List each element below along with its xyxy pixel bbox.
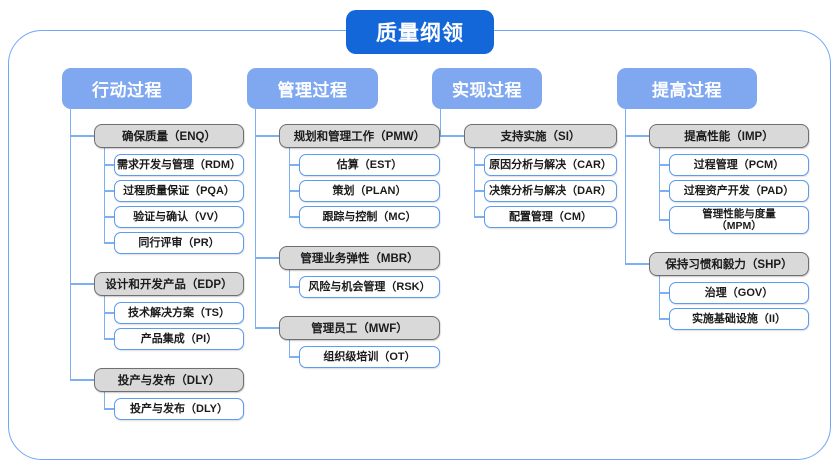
group-box-management-process-2[interactable]: 管理员工（MWF） bbox=[279, 316, 440, 340]
group-box-action-process-2[interactable]: 投产与发布（DLY） bbox=[94, 368, 244, 392]
connector-spine-children-improvement-process-0 bbox=[659, 148, 661, 220]
connector-spine-children-management-process-2 bbox=[289, 340, 291, 357]
connector-spine-children-action-process-0 bbox=[104, 148, 106, 243]
connector-leaf-implementation-process-0-2 bbox=[474, 216, 484, 218]
leaf-box-improvement-process-0-1[interactable]: 过程资产开发（PAD） bbox=[669, 180, 809, 202]
group-box-management-process-0[interactable]: 规划和管理工作（PMW） bbox=[279, 124, 440, 148]
connector-spine-column-management-process bbox=[255, 109, 257, 328]
connector-leaf-management-process-0-0 bbox=[289, 164, 299, 166]
column-header-action-process[interactable]: 行动过程 bbox=[62, 68, 192, 109]
connector-group-management-process-1 bbox=[255, 257, 279, 259]
connector-leaf-management-process-0-2 bbox=[289, 216, 299, 218]
connector-leaf-action-process-0-3 bbox=[104, 242, 114, 244]
connector-leaf-implementation-process-0-0 bbox=[474, 164, 484, 166]
leaf-box-implementation-process-0-0[interactable]: 原因分析与解决（CAR） bbox=[484, 154, 617, 176]
connector-leaf-action-process-0-2 bbox=[104, 216, 114, 218]
leaf-box-action-process-1-1[interactable]: 产品集成（PI） bbox=[114, 328, 244, 350]
connector-leaf-management-process-0-1 bbox=[289, 190, 299, 192]
leaf-box-implementation-process-0-1[interactable]: 决策分析与解决（DAR） bbox=[484, 180, 617, 202]
connector-spine-children-implementation-process-0 bbox=[474, 148, 476, 217]
connector-leaf-action-process-0-0 bbox=[104, 164, 114, 166]
column-header-improvement-process[interactable]: 提高过程 bbox=[617, 68, 757, 109]
connector-spine-children-action-process-1 bbox=[104, 296, 106, 339]
leaf-box-implementation-process-0-2[interactable]: 配置管理（CM） bbox=[484, 206, 617, 228]
connector-group-improvement-process-1 bbox=[625, 263, 649, 265]
leaf-box-improvement-process-0-0[interactable]: 过程管理（PCM） bbox=[669, 154, 809, 176]
connector-group-management-process-0 bbox=[255, 135, 279, 137]
connector-group-action-process-0 bbox=[70, 135, 94, 137]
connector-spine-column-implementation-process bbox=[440, 109, 442, 136]
leaf-box-action-process-0-3[interactable]: 同行评审（PR） bbox=[114, 232, 244, 254]
connector-leaf-improvement-process-0-1 bbox=[659, 190, 669, 192]
group-box-improvement-process-0[interactable]: 提高性能（IMP） bbox=[649, 124, 809, 148]
connector-spine-column-action-process bbox=[70, 109, 72, 380]
connector-group-action-process-2 bbox=[70, 379, 94, 381]
connector-group-implementation-process-0 bbox=[440, 135, 464, 137]
group-box-improvement-process-1[interactable]: 保持习惯和毅力（SHP） bbox=[649, 252, 809, 276]
connector-spine-children-management-process-1 bbox=[289, 270, 291, 287]
leaf-box-action-process-0-0[interactable]: 需求开发与管理（RDM） bbox=[114, 154, 244, 176]
root-title-box[interactable]: 质量纲领 bbox=[346, 10, 494, 54]
column-header-implementation-process[interactable]: 实现过程 bbox=[432, 68, 542, 109]
connector-leaf-improvement-process-1-0 bbox=[659, 292, 669, 294]
connector-leaf-action-process-1-0 bbox=[104, 312, 114, 314]
connector-leaf-action-process-2-0 bbox=[104, 408, 114, 410]
connector-spine-children-action-process-2 bbox=[104, 392, 106, 409]
connector-group-management-process-2 bbox=[255, 327, 279, 329]
connector-leaf-improvement-process-0-0 bbox=[659, 164, 669, 166]
leaf-box-management-process-0-2[interactable]: 跟踪与控制（MC） bbox=[299, 206, 440, 228]
leaf-box-management-process-1-0[interactable]: 风险与机会管理（RSK） bbox=[299, 276, 440, 298]
leaf-box-action-process-0-2[interactable]: 验证与确认（VV） bbox=[114, 206, 244, 228]
leaf-box-management-process-2-0[interactable]: 组织级培训（OT） bbox=[299, 346, 440, 368]
group-box-action-process-1[interactable]: 设计和开发产品（EDP） bbox=[94, 272, 244, 296]
leaf-box-action-process-0-1[interactable]: 过程质量保证（PQA） bbox=[114, 180, 244, 202]
leaf-box-management-process-0-1[interactable]: 策划（PLAN） bbox=[299, 180, 440, 202]
connector-spine-column-improvement-process bbox=[625, 109, 627, 264]
connector-group-improvement-process-0 bbox=[625, 135, 649, 137]
connector-leaf-improvement-process-0-2 bbox=[659, 219, 669, 221]
leaf-box-improvement-process-0-2[interactable]: 管理性能与度量（MPM） bbox=[669, 206, 809, 234]
connector-leaf-action-process-1-1 bbox=[104, 338, 114, 340]
connector-leaf-management-process-1-0 bbox=[289, 286, 299, 288]
connector-leaf-improvement-process-1-1 bbox=[659, 318, 669, 320]
group-box-action-process-0[interactable]: 确保质量（ENQ） bbox=[94, 124, 244, 148]
connector-spine-children-management-process-0 bbox=[289, 148, 291, 217]
leaf-box-action-process-1-0[interactable]: 技术解决方案（TS） bbox=[114, 302, 244, 324]
group-box-implementation-process-0[interactable]: 支持实施（SI） bbox=[464, 124, 617, 148]
leaf-box-action-process-2-0[interactable]: 投产与发布（DLY） bbox=[114, 398, 244, 420]
connector-spine-children-improvement-process-1 bbox=[659, 276, 661, 319]
leaf-box-improvement-process-1-0[interactable]: 治理（GOV） bbox=[669, 282, 809, 304]
connector-group-action-process-1 bbox=[70, 283, 94, 285]
connector-leaf-action-process-0-1 bbox=[104, 190, 114, 192]
connector-leaf-implementation-process-0-1 bbox=[474, 190, 484, 192]
column-header-management-process[interactable]: 管理过程 bbox=[247, 68, 378, 109]
group-box-management-process-1[interactable]: 管理业务弹性（MBR） bbox=[279, 246, 440, 270]
leaf-box-management-process-0-0[interactable]: 估算（EST） bbox=[299, 154, 440, 176]
connector-leaf-management-process-2-0 bbox=[289, 356, 299, 358]
leaf-box-improvement-process-1-1[interactable]: 实施基础设施（II） bbox=[669, 308, 809, 330]
